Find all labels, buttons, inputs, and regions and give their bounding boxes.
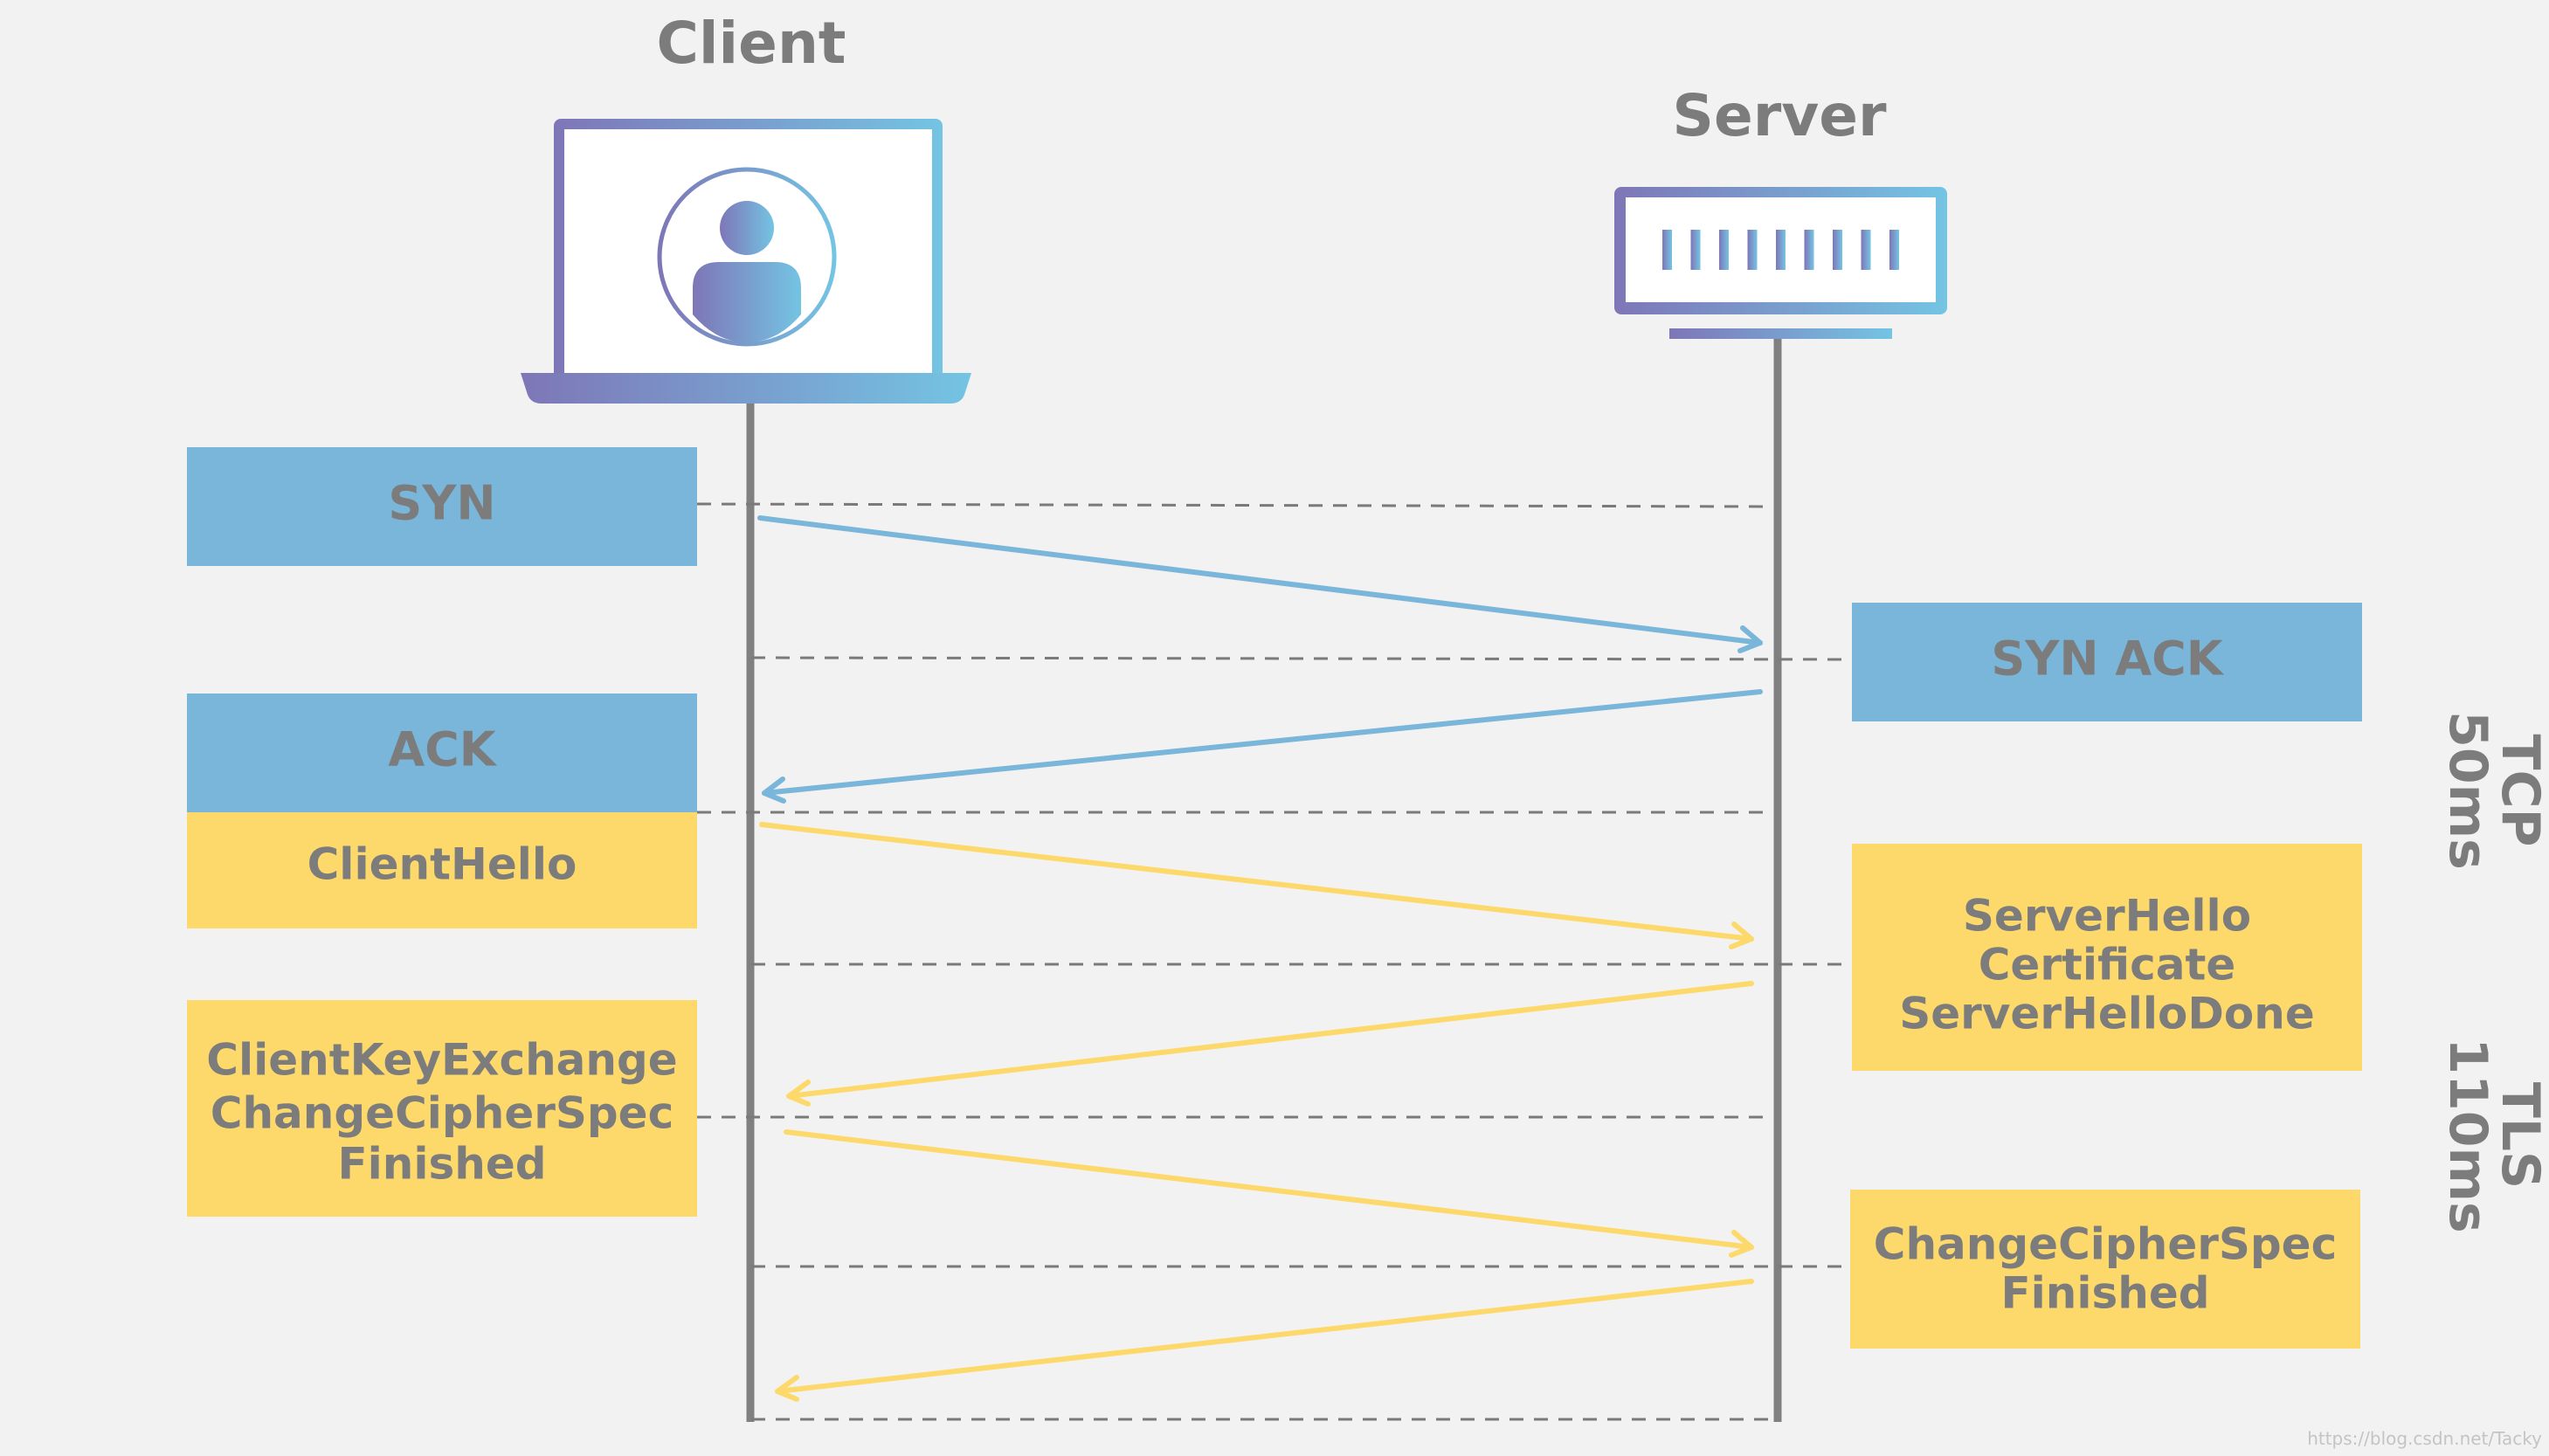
message-box-server-change-cipher: ChangeCipherSpec Finished — [1850, 1190, 2360, 1349]
arrow-syn-ack — [762, 689, 1763, 804]
arrow-client-key-exchange — [784, 1129, 1754, 1258]
svg-text:Finished: Finished — [337, 1139, 546, 1190]
message-box-server-hello: ServerHello Certificate ServerHelloDone — [1852, 844, 2362, 1071]
server-title: Server — [1672, 82, 1887, 149]
svg-text:110ms: 110ms — [2437, 1038, 2498, 1232]
message-box-ack: ACK — [187, 693, 697, 812]
server-bay-tick — [1719, 230, 1729, 270]
message-box-syn-ack: SYN ACK — [1852, 603, 2362, 721]
message-box-syn: SYN — [187, 447, 697, 566]
server-bay-tick — [1662, 230, 1672, 270]
client-title: Client — [657, 10, 846, 77]
phase-label-tls: TLS 110ms — [2437, 1038, 2549, 1232]
svg-text:ClientHello: ClientHello — [307, 839, 577, 890]
arrow-syn — [757, 515, 1763, 653]
svg-text:TCP: TCP — [2490, 735, 2549, 847]
server-icon — [1614, 187, 1947, 339]
server-bay-tick — [1690, 230, 1701, 270]
server-bay-tick — [1889, 230, 1899, 270]
server-bay-tick — [1804, 230, 1814, 270]
server-bay-tick — [1833, 230, 1842, 270]
svg-text:ClientKeyExchange: ClientKeyExchange — [206, 1035, 677, 1086]
svg-text:ServerHello: ServerHello — [1963, 891, 2251, 942]
svg-text:ACK: ACK — [388, 722, 497, 777]
arrow-server-hello — [786, 981, 1754, 1107]
svg-text:Finished: Finished — [2000, 1268, 2209, 1319]
phase-label-tcp: TCP 50ms — [2437, 711, 2549, 870]
server-bay-tick — [1776, 230, 1786, 270]
svg-text:SYN: SYN — [388, 476, 495, 531]
laptop-icon — [521, 119, 971, 404]
watermark: https://blog.csdn.net/Tacky — [2307, 1428, 2542, 1449]
server-bay-tick — [1747, 230, 1758, 270]
arrow-server-finished — [775, 1279, 1754, 1402]
svg-text:SYN ACK: SYN ACK — [1991, 631, 2224, 687]
message-box-client-hello: ClientHello — [187, 812, 697, 928]
arrow-client-hello — [759, 822, 1754, 949]
message-box-client-key-exchange: ClientKeyExchange ChangeCipherSpec Finis… — [187, 1000, 697, 1217]
user-avatar-icon — [657, 167, 837, 347]
svg-text:ChangeCipherSpec: ChangeCipherSpec — [1874, 1219, 2337, 1270]
svg-text:TLS: TLS — [2490, 1082, 2549, 1189]
svg-text:Certificate: Certificate — [1979, 940, 2236, 990]
dashed-guides — [696, 502, 1853, 1421]
svg-text:ChangeCipherSpec: ChangeCipherSpec — [211, 1088, 674, 1139]
svg-text:50ms: 50ms — [2437, 711, 2498, 870]
server-bay-tick — [1861, 230, 1871, 270]
svg-text:ServerHelloDone: ServerHelloDone — [1899, 989, 2315, 1039]
